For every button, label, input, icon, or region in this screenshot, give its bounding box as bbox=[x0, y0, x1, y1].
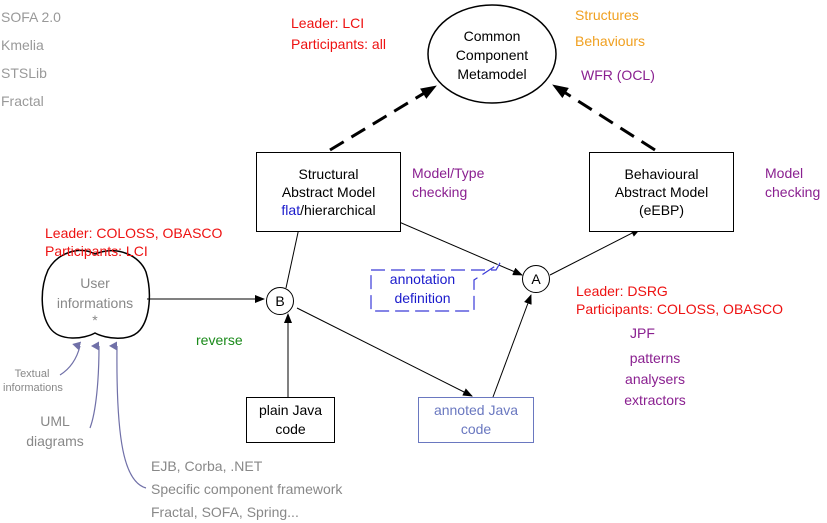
model-type-checking-label: Model/Type checking bbox=[412, 165, 485, 200]
coloss-leader-text: Leader: COLOSS, OBASCO bbox=[45, 225, 223, 241]
textual-informations-label: Textual informations bbox=[3, 368, 63, 394]
behavioural-to-metamodel-arrow bbox=[552, 83, 656, 152]
annotation-callout bbox=[370, 262, 501, 312]
jpf-label: JPF bbox=[630, 325, 655, 341]
kmelia-label: Kmelia bbox=[1, 37, 44, 53]
tool-extractors: extractors bbox=[624, 392, 686, 408]
tool-patterns: patterns bbox=[629, 350, 681, 366]
framework-fractal-sofa-spring: Fractal, SOFA, Spring... bbox=[151, 504, 299, 520]
top-participants-text: Participants: all bbox=[291, 36, 386, 52]
wfr-label: WFR (OCL) bbox=[581, 67, 655, 83]
annoted-java-to-a-arrow bbox=[492, 294, 532, 398]
model-checking-label: Model checking bbox=[765, 165, 821, 200]
stslib-label: STSLib bbox=[1, 65, 47, 81]
framework-ejb: EJB, Corba, .NET bbox=[151, 458, 263, 474]
fractal-label: Fractal bbox=[1, 93, 44, 109]
sofa-label: SOFA 2.0 bbox=[1, 9, 61, 25]
coloss-participants-text: Participants: LCI bbox=[45, 243, 148, 259]
top-leader-text: Leader: LCI bbox=[291, 15, 365, 31]
annotation-definition-label: annotation definition bbox=[389, 271, 456, 306]
node-a: A bbox=[522, 265, 550, 293]
reverse-label: reverse bbox=[196, 332, 243, 348]
plain-java-code-box: plain Java code bbox=[246, 397, 335, 443]
structural-abstract-model-box: Structural Abstract Model flat/hierarchi… bbox=[256, 152, 401, 232]
dsrg-leader-text: Leader: DSRG bbox=[576, 283, 668, 299]
metamodel-title: Common Component Metamodel bbox=[455, 28, 529, 82]
uml-arrow bbox=[89, 341, 100, 429]
structural-line2: Abstract Model bbox=[281, 184, 376, 200]
uml-diagrams-label: UML diagrams bbox=[26, 413, 84, 449]
node-b: B bbox=[266, 287, 294, 315]
b-to-annoted-java-arrow bbox=[296, 307, 473, 397]
structural-line1: Structural bbox=[298, 166, 359, 182]
structural-line3: flat/hierarchical bbox=[281, 202, 376, 218]
metamodel-ellipse bbox=[427, 4, 557, 104]
behaviours-label: Behaviours bbox=[575, 33, 646, 49]
behavioural-abstract-model-box: Behavioural Abstract Model (eEBP) bbox=[589, 152, 734, 232]
annoted-java-code-box: annoted Java code bbox=[418, 397, 534, 443]
structural-to-metamodel-arrow bbox=[329, 84, 437, 152]
textual-info-arrow bbox=[59, 341, 82, 376]
tools-list: patterns analysers extractors bbox=[607, 348, 703, 411]
user-informations-text: User informations * bbox=[56, 275, 134, 328]
a-to-behavioural-arrow bbox=[549, 228, 641, 276]
dsrg-participants-text: Participants: COLOSS, OBASCO bbox=[576, 301, 783, 317]
frameworks-arrow bbox=[109, 341, 147, 489]
user-info-cloud bbox=[41, 249, 151, 339]
tool-analysers: analysers bbox=[625, 371, 685, 387]
structures-label: Structures bbox=[575, 7, 639, 23]
framework-specific: Specific component framework bbox=[151, 481, 343, 497]
